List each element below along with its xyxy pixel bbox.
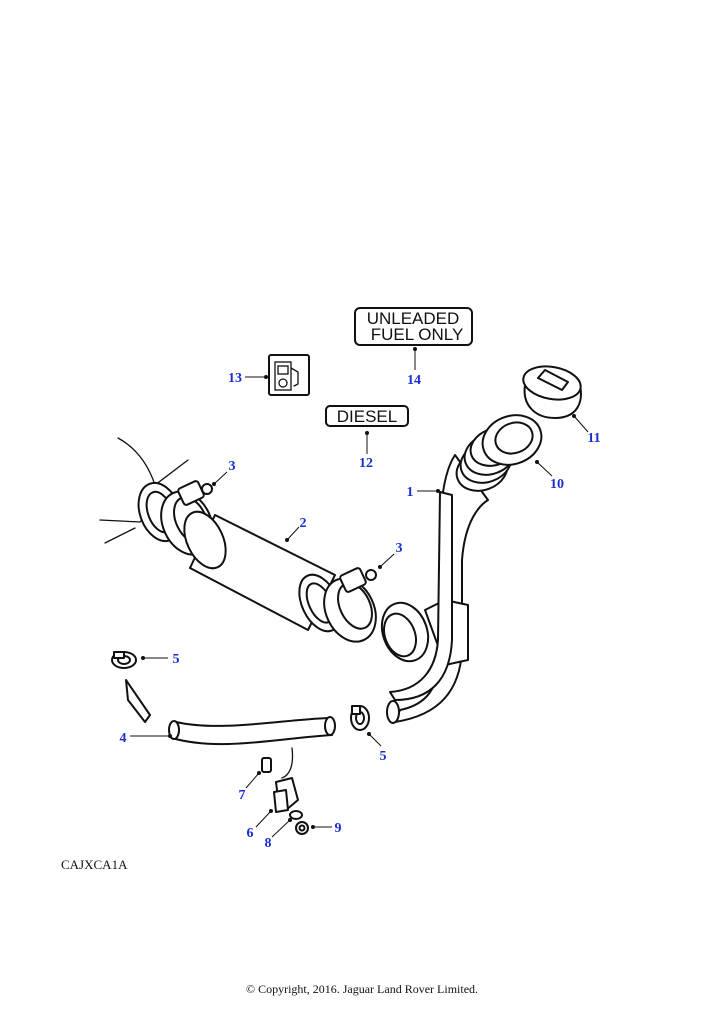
unleaded-label-line-2: FUEL ONLY	[371, 325, 464, 344]
fuel-pump-label	[268, 354, 310, 396]
mounting-bracket	[273, 747, 299, 813]
unleaded-label-line-1: UNLEADED	[367, 309, 460, 328]
callout-12[interactable]: 12	[359, 456, 373, 471]
callout-11[interactable]: 11	[587, 431, 600, 446]
leader-lines	[130, 347, 589, 838]
callout-7[interactable]: 7	[239, 788, 246, 803]
callout-5-right[interactable]: 5	[380, 749, 387, 764]
filler-neck-seal	[481, 414, 543, 466]
callout-8[interactable]: 8	[265, 836, 272, 851]
hose-clip-left	[111, 651, 137, 669]
callout-13[interactable]: 13	[228, 371, 242, 386]
hose-clip-right	[350, 705, 370, 731]
filler-hose-section	[183, 510, 342, 633]
copyright-notice: © Copyright, 2016. Jaguar Land Rover Lim…	[245, 982, 479, 996]
unleaded-fuel-label: UNLEADED FUEL ONLY	[354, 307, 473, 346]
nut	[295, 821, 309, 835]
washer	[289, 810, 303, 820]
bolt	[261, 757, 272, 773]
callout-5-left[interactable]: 5	[173, 652, 180, 667]
callout-3-left[interactable]: 3	[229, 459, 236, 474]
callout-9[interactable]: 9	[335, 821, 342, 836]
fuel-filler-cap	[522, 365, 582, 419]
breather-hose	[125, 679, 336, 746]
callouts: 1 2 3 3 4 5 5 6 7 8 9 10 11 12 13 14	[120, 371, 601, 851]
diesel-label-text: DIESEL	[337, 407, 397, 426]
callout-6[interactable]: 6	[247, 826, 254, 841]
callout-14[interactable]: 14	[407, 373, 421, 388]
callout-4[interactable]: 4	[120, 731, 127, 746]
callout-2[interactable]: 2	[300, 516, 307, 531]
callout-1[interactable]: 1	[407, 485, 414, 500]
hose-clamp-right	[323, 567, 377, 643]
diesel-label: DIESEL	[325, 405, 409, 427]
filler-neck	[380, 427, 519, 724]
callout-3-right[interactable]: 3	[396, 541, 403, 556]
diagram-reference-code: CAJXCA1A	[61, 857, 128, 872]
callout-10[interactable]: 10	[550, 477, 564, 492]
